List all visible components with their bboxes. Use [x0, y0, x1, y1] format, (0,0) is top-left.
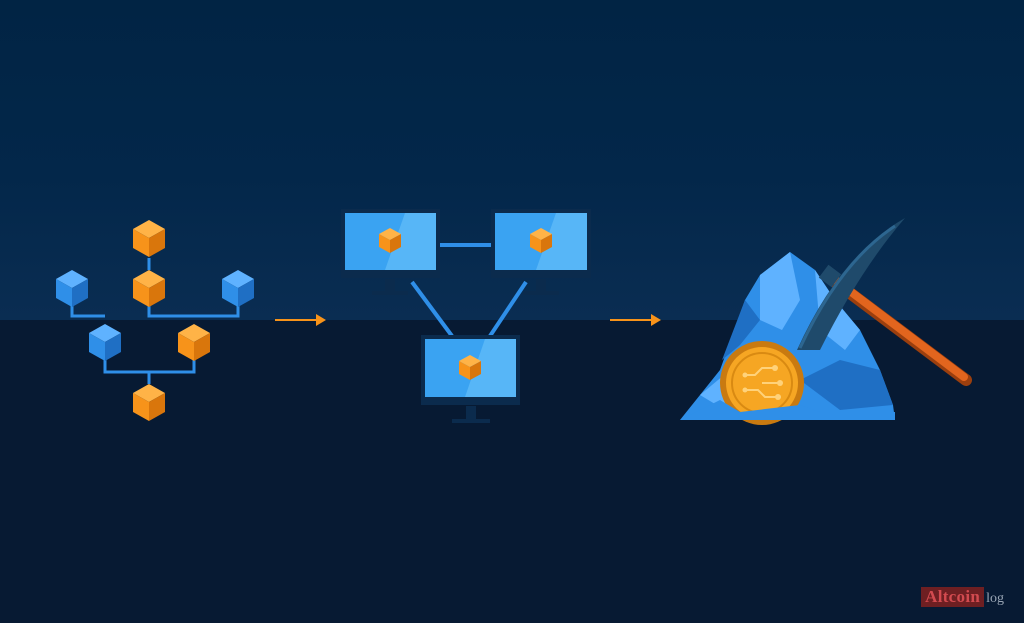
watermark-tail-text: log — [986, 591, 1004, 606]
rock-foreground — [680, 400, 895, 420]
arrow-right-icon — [275, 314, 326, 326]
blue-block-cube — [222, 270, 254, 307]
computer-monitor — [491, 209, 591, 295]
network-links — [410, 243, 528, 338]
pickaxe — [797, 218, 972, 386]
arrow-right-icon — [610, 314, 661, 326]
blue-block-cube — [56, 270, 88, 307]
orange-block-cube — [133, 270, 165, 307]
watermark-logo: Altcoin log — [921, 587, 1004, 607]
computer-monitor — [421, 335, 520, 423]
computer-monitor — [341, 209, 440, 295]
orange-block-cube — [178, 324, 210, 361]
tree-connectors — [70, 258, 240, 384]
blockchain-tree-icon — [56, 220, 254, 421]
orange-block-cube — [133, 384, 165, 421]
mining-pickaxe-icon — [680, 218, 972, 425]
bitcoin-coin-icon — [720, 341, 804, 425]
watermark-main-text: Altcoin — [921, 587, 985, 607]
orange-block-cube — [133, 220, 165, 257]
blue-block-cube — [89, 324, 121, 361]
computer-network-icon — [341, 209, 591, 423]
